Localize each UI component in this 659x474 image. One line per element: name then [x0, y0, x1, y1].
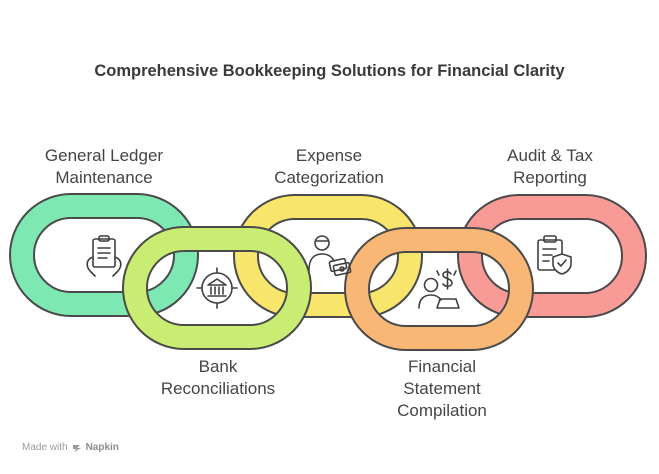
napkin-logo-icon	[72, 444, 81, 452]
footer-credit: Made with Napkin	[22, 442, 119, 453]
footer-brand: Napkin	[85, 442, 119, 453]
person-money-icon	[308, 235, 352, 277]
bank-target-icon	[196, 267, 238, 309]
diagram-title: Comprehensive Bookkeeping Solutions for …	[94, 62, 565, 80]
clipboard-hands-icon	[86, 235, 122, 277]
person-laptop-dollar-icon	[418, 268, 460, 309]
clipboard-shield-icon	[537, 235, 572, 275]
chain-link-3	[233, 194, 423, 318]
chain-link-1	[9, 193, 199, 317]
footer-made-with: Made with	[22, 442, 68, 453]
chain-link-2	[122, 226, 312, 350]
chain-link-5	[457, 194, 647, 318]
chain-link-4	[344, 227, 534, 351]
